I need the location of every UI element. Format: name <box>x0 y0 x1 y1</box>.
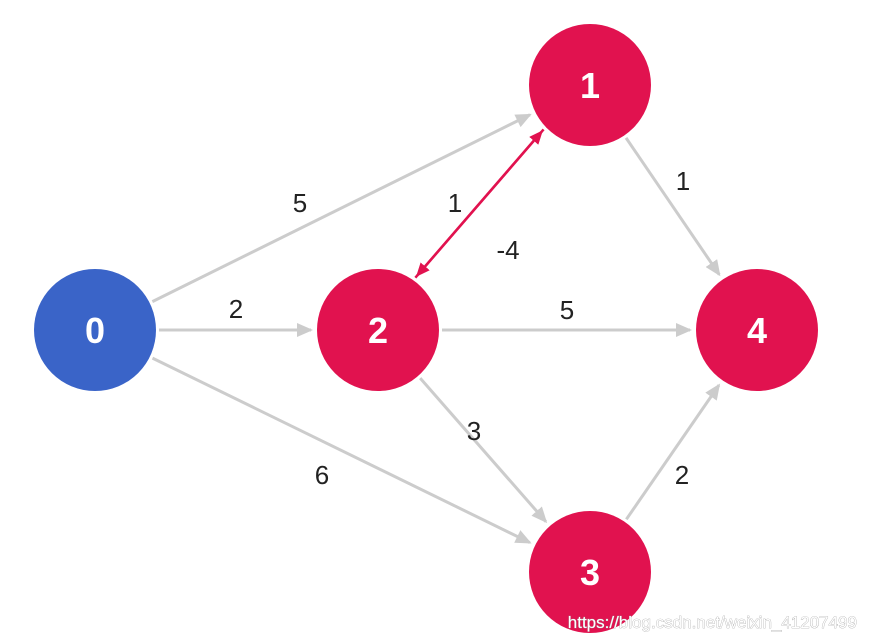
edge-2-to-3 <box>419 377 548 524</box>
node-2 <box>317 269 439 391</box>
edge-0-to-1 <box>151 113 532 303</box>
edge-3-to-4 <box>625 383 721 521</box>
node-label-0: 0 <box>85 310 105 351</box>
watermark-text: https://blog.csdn.net/weixin_41207499 <box>568 613 857 632</box>
node-label-3: 3 <box>580 552 600 593</box>
node-4 <box>696 269 818 391</box>
edge-weight-1-to-4: 1 <box>676 166 690 196</box>
node-3 <box>529 511 651 633</box>
edge-weight-0-to-2: 2 <box>229 294 243 324</box>
edge-weight-1-to-2: -4 <box>496 235 519 265</box>
edge-1-to-2 <box>415 128 545 277</box>
edge-1-to-4 <box>624 137 721 277</box>
edge-weight-2-to-3: 3 <box>467 416 481 446</box>
edge-weight-0-to-1: 5 <box>293 188 307 218</box>
edge-weight-2-to-1: 1 <box>448 188 462 218</box>
node-0 <box>34 269 156 391</box>
edges-layer: 5 2 6 1 -4 1 5 3 2 <box>151 113 721 544</box>
edge-weight-2-to-4: 5 <box>560 295 574 325</box>
node-label-1: 1 <box>580 65 600 106</box>
edge-0-to-3 <box>151 356 532 544</box>
node-label-2: 2 <box>368 310 388 351</box>
nodes-layer: 0 1 2 3 4 <box>34 24 818 633</box>
edge-weight-3-to-4: 2 <box>675 460 689 490</box>
node-label-4: 4 <box>747 310 767 351</box>
edge-weight-0-to-3: 6 <box>315 460 329 490</box>
node-1 <box>529 24 651 146</box>
